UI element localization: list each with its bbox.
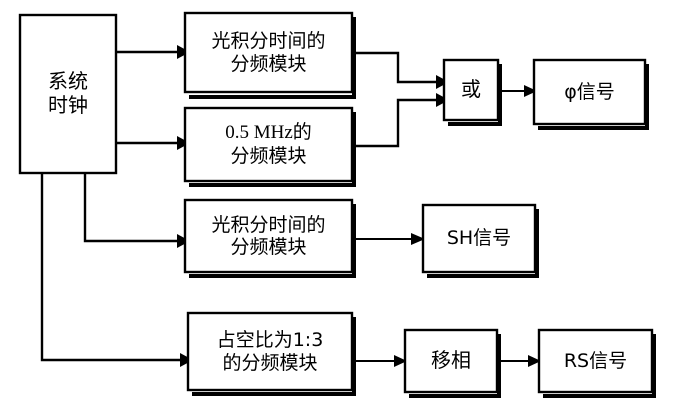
arrowhead-integration-divider-2 [177,234,190,248]
edge-clock-to-integration-divider-2 [83,172,177,243]
box-outlines [18,11,654,394]
arrowhead-or-gate-input-top [436,75,449,89]
shadow-phase-shift-side [497,334,501,398]
arrowhead-phase-shift [394,355,407,367]
arrowhead-integration-divider-1 [177,45,190,59]
duty-cycle-divider-block[interactable] [186,311,354,392]
rs-signal-block[interactable] [537,328,654,394]
edge-integration-divider-1-to-or-gate [352,51,436,84]
shadow-sh-signal-side [535,209,539,278]
integration-time-divider-block-1[interactable] [183,11,354,94]
shadow-half-mhz-divider-side [352,112,356,187]
box-shadows [189,17,656,398]
shadow-phase-shift [409,394,501,398]
shadow-integration-divider-2-side [352,204,356,278]
shadow-phi-signal [538,126,649,130]
edge-clock-to-duty-cycle-divider [40,172,180,362]
edge-half-mhz-divider-to-or-gate [352,98,436,148]
arrowhead-duty-cycle-divider [180,353,193,367]
shadow-duty-cycle-divider [192,392,356,396]
connectors [40,45,541,367]
shadow-sh-signal [427,274,539,278]
arrowhead-sh-signal [411,233,425,245]
phase-shift-block[interactable] [403,328,499,394]
sh-signal-block[interactable] [421,203,537,274]
phi-signal-block[interactable] [532,58,647,126]
shadow-duty-cycle-divider-side [352,317,356,396]
arrowhead-phi-signal [524,85,537,97]
shadow-integration-divider-1-side [352,17,356,99]
or-gate-block[interactable] [442,58,500,122]
shadow-rs-signal-side [652,334,656,398]
shadow-rs-signal [543,394,656,398]
shadow-or-gate-side [498,64,502,126]
arrowhead-or-gate-input-bottom [436,93,449,107]
arrowhead-half-mhz-divider [177,136,190,150]
integration-time-divider-block-2[interactable] [183,198,354,274]
shadow-phi-signal-side [645,64,649,130]
system-clock-block[interactable] [18,13,118,175]
shadow-or-gate [448,122,502,126]
shadow-integration-divider-1 [189,95,356,99]
arrowhead-rs-signal [528,355,541,367]
shadow-half-mhz-divider [189,183,356,187]
half-mhz-divider-block[interactable] [183,106,354,183]
shadow-integration-divider-2 [189,274,356,278]
